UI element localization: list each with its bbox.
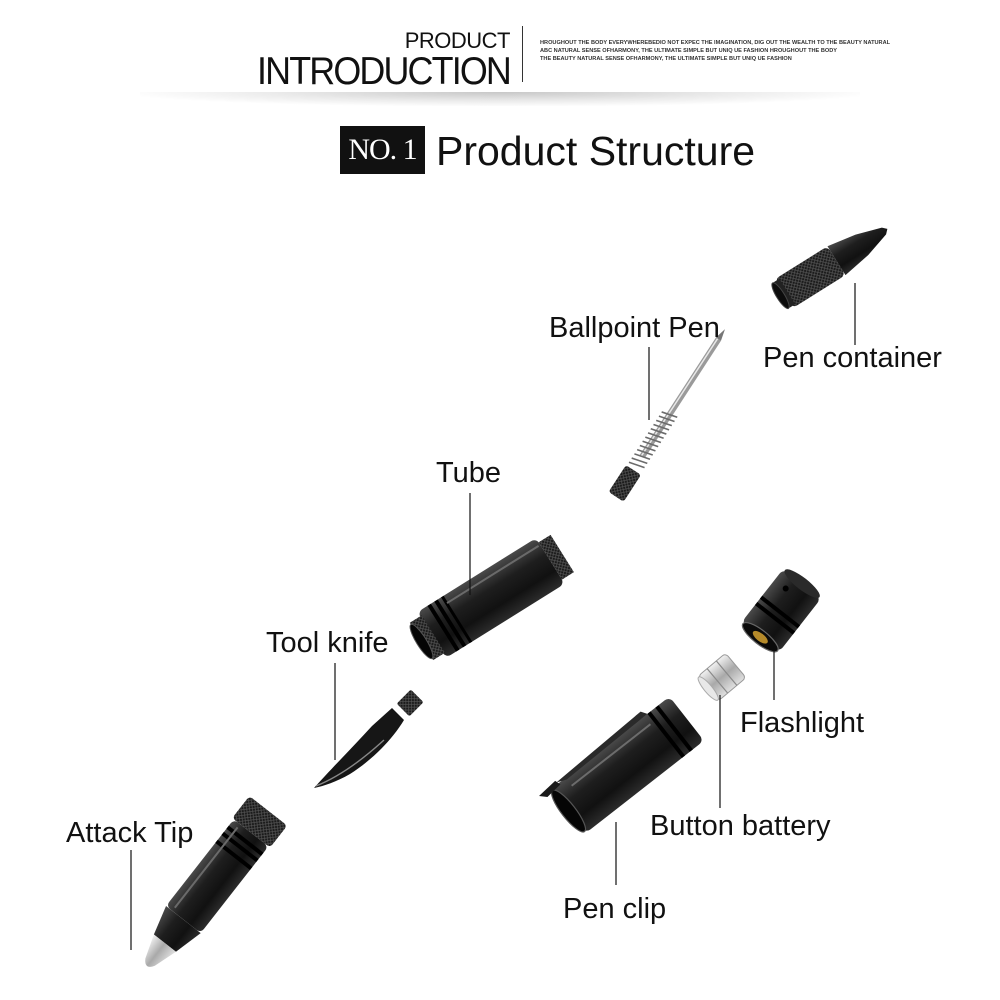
label-tool-knife: Tool knife: [266, 627, 389, 659]
section-number-badge: NO. 1: [340, 126, 425, 174]
label-ballpoint-pen: Ballpoint Pen: [549, 312, 720, 344]
header-tagline-line-3: THE BEAUTY NATURAL SENSE OFHARMONY, THE …: [540, 56, 792, 62]
flashlight-part: [741, 569, 820, 653]
header-tagline-line-2: ABC NATURAL SENSE OFHARMONY, THE ULTIMAT…: [540, 48, 837, 54]
label-pen-clip: Pen clip: [563, 893, 667, 925]
attack-tip-part: [145, 797, 286, 967]
header-divider: [522, 26, 523, 82]
label-button-battery: Button battery: [650, 810, 831, 842]
page-header: PRODUCT INTRODUCTION HROUGHOUT THE BODY …: [0, 0, 1000, 120]
leader-lines: [130, 283, 856, 950]
label-attack-tip: Attack Tip: [66, 817, 194, 849]
button-battery-part: [697, 654, 745, 701]
label-flashlight: Flashlight: [740, 707, 865, 739]
tool-knife-part: [314, 690, 423, 788]
pen-clip-part: [539, 699, 702, 833]
header-shadow: [140, 92, 860, 106]
header-tagline-line-1: HROUGHOUT THE BODY EVERYWHEREBEDIO NOT E…: [540, 40, 891, 46]
header-big-title: INTRODUCTION: [257, 50, 512, 93]
header-small-title: PRODUCT: [404, 28, 511, 53]
pen-container-part: [771, 227, 888, 310]
ballpoint-pen-part: [609, 329, 725, 501]
section-title: Product Structure: [436, 128, 756, 174]
label-pen-container: Pen container: [763, 342, 942, 374]
tube-part: [409, 534, 574, 661]
label-tube: Tube: [436, 457, 502, 489]
